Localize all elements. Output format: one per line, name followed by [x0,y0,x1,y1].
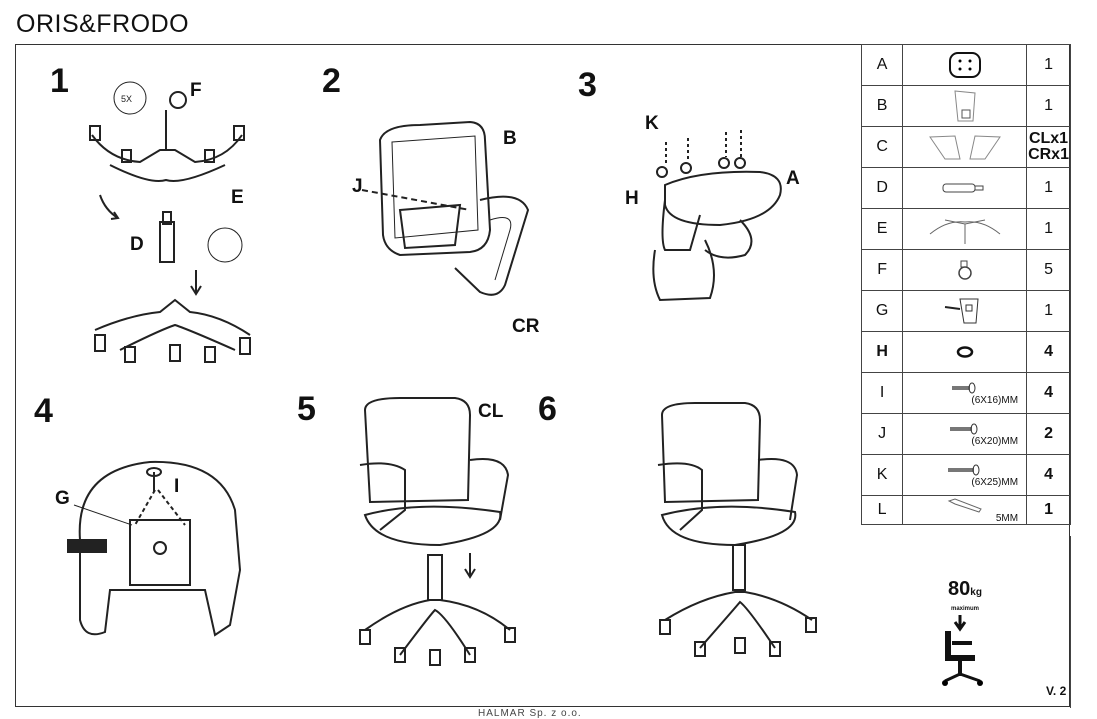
max-load-badge: 80kg maximum [935,578,995,691]
part-qty: 1 [1026,85,1071,127]
part-letter: K [860,454,904,496]
part-spec: (6X20)MM [971,435,1019,447]
part-qty: 4 [1026,331,1071,373]
part-spec: (6X16)MM [971,394,1019,406]
part-spec: (6X25)MM [971,476,1019,488]
callout-label: E [231,187,244,208]
part-letter: I [860,372,904,414]
part-letter: F [860,249,904,291]
part-letter: L [860,495,904,525]
base-icon [902,208,1028,250]
callout-label: A [786,168,800,189]
document-title: ORIS&FRODO [16,10,190,38]
step-number: 5 [297,390,316,428]
part-letter: D [860,167,904,209]
callout-label: F [190,80,202,101]
assembly-illustrations: 1 2 3 4 5 6 5X F E D B J CR [34,62,817,666]
part-letter: J [860,413,904,455]
bolt-icon: (6X20)MM [902,413,1028,455]
step2-backrest-drawing [361,120,530,296]
part-letter: A [860,44,904,86]
footer-company: HALMAR Sp. z o.o. [478,708,582,719]
part-qty: 2 [1026,413,1071,455]
bolt-icon: (6X25)MM [902,454,1028,496]
part-letter: H [860,331,904,373]
step3-seat-drawing [652,130,782,302]
step-number: 6 [538,390,557,428]
part-qty: 4 [1026,372,1071,414]
backrest-icon [902,85,1028,127]
step6-chair-drawing [657,402,817,657]
callout-label: I [174,476,179,497]
version-label: V. 2 [1046,684,1067,698]
callout-count: 5X [121,94,132,104]
table-row: K (6X25)MM 4 [860,454,1071,496]
callout-label: G [55,488,70,509]
part-qty: 1 [1026,290,1071,332]
step4-mechanism-drawing [67,460,242,637]
callout-label: D [130,234,144,255]
part-letter: B [860,85,904,127]
callout-label: K [645,113,659,134]
part-letter: E [860,208,904,250]
load-value: 80 [948,578,971,600]
caster-icon [902,249,1028,291]
part-qty: 1 [1026,208,1071,250]
step-number: 1 [50,62,69,100]
step1-base-drawing: 5X [89,81,251,363]
washer-icon [902,331,1028,373]
callout-label: CR [512,316,540,337]
table-row: L 5MM 1 [860,495,1071,525]
load-note: maximum [950,606,979,612]
callout-label: J [352,176,363,197]
armrests-icon [902,126,1028,168]
hex-key-icon: 5MM [902,495,1028,525]
step-number: 4 [34,392,53,430]
load-unit: kg [970,587,982,598]
step-number: 3 [578,66,597,104]
step5-chair-drawing [359,397,516,666]
part-qty: 1 [1026,495,1071,525]
table-border [1070,536,1071,708]
chair-load-icon [942,615,983,686]
part-qty: 1 [1026,167,1071,209]
mechanism-icon [902,290,1028,332]
part-qty: 4 [1026,454,1071,496]
part-spec: 5MM [995,512,1019,524]
bolt-icon: (6X16)MM [902,372,1028,414]
part-qty: 5 [1026,249,1071,291]
callout-label: CL [478,401,504,422]
step-number: 2 [322,62,341,100]
part-letter: C [860,126,904,168]
seat-icon [902,44,1028,86]
table-row: C CLx1 CRx1 [860,126,1071,168]
table-row: I (6X16)MM 4 [860,372,1071,414]
gas-lift-icon [902,167,1028,209]
callout-label: B [503,128,517,149]
part-qty: CLx1 CRx1 [1026,126,1071,168]
callout-label: H [625,188,639,209]
part-letter: G [860,290,904,332]
part-qty: 1 [1026,44,1071,86]
table-row: J (6X20)MM 2 [860,413,1071,455]
